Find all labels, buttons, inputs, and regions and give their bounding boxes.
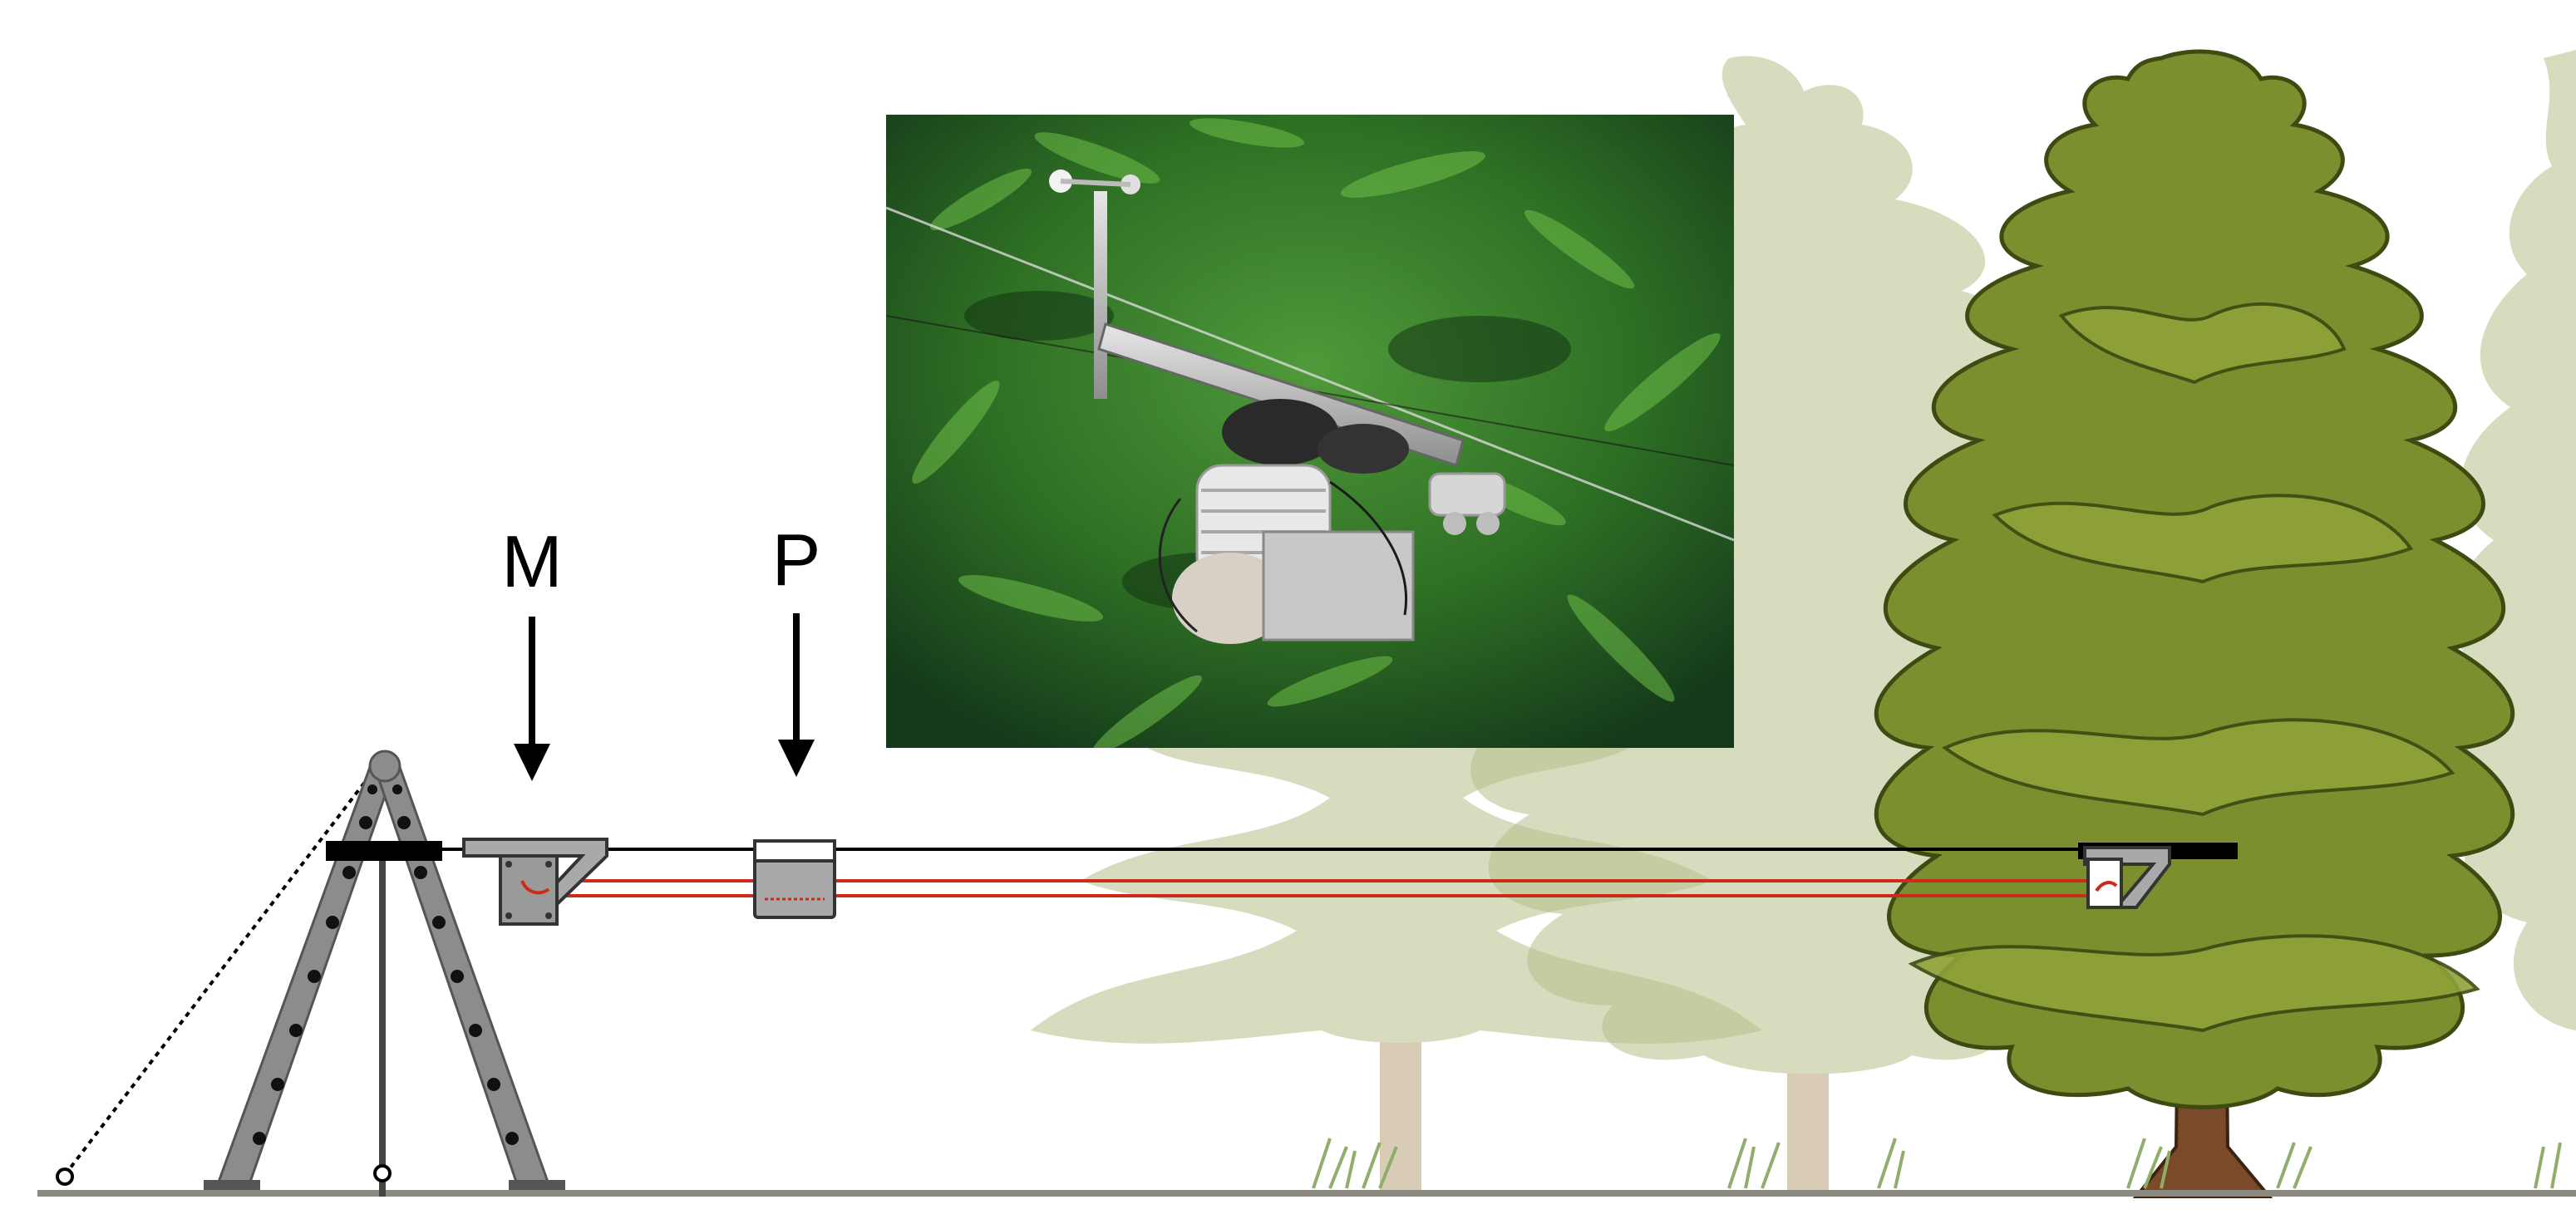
ground-line <box>37 1190 2576 1197</box>
mobile-unit <box>462 838 608 926</box>
guy-anchor <box>56 1168 74 1186</box>
mobile-unit-label: M <box>501 520 562 602</box>
tree-anchor-bracket <box>2078 843 2238 909</box>
ladder-holes <box>253 784 519 1145</box>
pulley-unit-label: P <box>772 519 821 601</box>
ladder-foot-left <box>204 1180 260 1190</box>
sensor-platform-photo <box>886 115 1734 748</box>
label-p-group: P <box>772 519 821 777</box>
a-frame-ladder-icon <box>204 750 565 1197</box>
down-arrow-icon <box>778 613 815 777</box>
guy-wire <box>63 763 380 1177</box>
label-m-group: M <box>501 520 563 781</box>
foreground-tree <box>1874 49 2515 1198</box>
pulley-unit <box>753 839 836 919</box>
ladder-crossbar <box>326 841 442 861</box>
ground-shrubs <box>1312 1138 2562 1189</box>
down-arrow-icon <box>514 617 550 781</box>
ladder-foot-right <box>509 1180 565 1190</box>
